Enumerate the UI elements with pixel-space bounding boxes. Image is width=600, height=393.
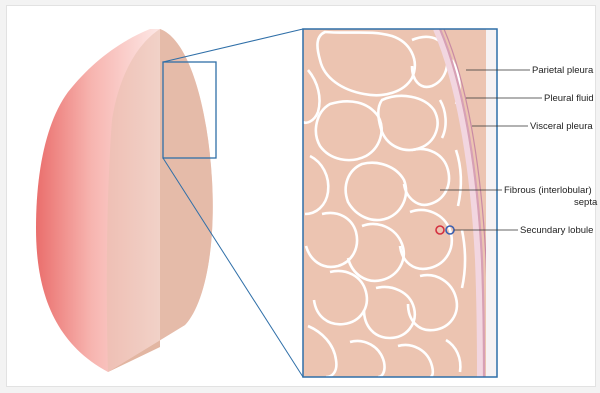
label-fibrous-septa-line1: Fibrous (interlobular) xyxy=(504,185,592,196)
label-secundary-lobule: Secundary lobule xyxy=(520,225,593,236)
label-visceral-pleura: Visceral pleura xyxy=(530,121,593,132)
label-pleural-fluid: Pleural fluid xyxy=(544,93,594,104)
label-fibrous-septa-line2: septa xyxy=(574,197,598,208)
label-parietal-pleura: Parietal pleura xyxy=(532,65,594,76)
zoom-connector-top xyxy=(163,29,303,62)
magnified-tissue xyxy=(303,29,497,377)
lung-cut-face xyxy=(107,29,213,372)
